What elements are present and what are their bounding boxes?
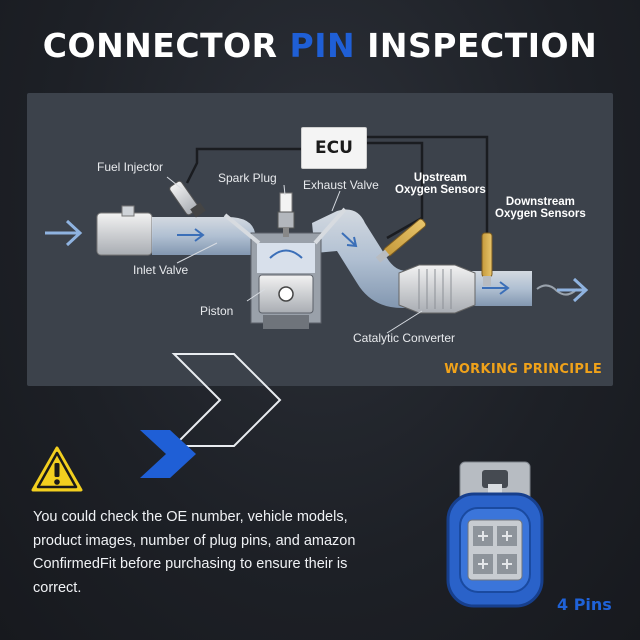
chevron-decoration — [140, 353, 282, 478]
title-accent: PIN — [289, 26, 356, 65]
title-part2: INSPECTION — [355, 26, 598, 65]
downstream-sensor-graphic — [481, 232, 493, 286]
label-fuel-injector: Fuel Injector — [97, 160, 164, 174]
inflow-arrow — [45, 219, 83, 247]
upstream-line2: Oxygen Sensors — [395, 184, 486, 196]
downstream-line1: Downstream — [505, 196, 575, 208]
pins-count-label: 4 Pins — [557, 595, 612, 614]
engine-diagram-graphic — [45, 135, 589, 334]
label-inlet-valve: Inlet Valve — [133, 263, 189, 277]
working-principle-caption: WORKING PRINCIPLE — [444, 362, 602, 377]
intake-body — [96, 212, 153, 256]
page-title: CONNECTOR PIN INSPECTION — [0, 26, 640, 65]
upstream-sensor-graphic — [375, 218, 427, 263]
upstream-line1: Upstream — [413, 172, 467, 184]
connector-plug-image — [446, 461, 544, 608]
label-spark-plug: Spark Plug — [218, 171, 277, 185]
ecu-box: ECU — [301, 127, 367, 169]
exhaust-pipe — [312, 209, 427, 308]
label-piston: Piston — [200, 304, 234, 318]
ecu-wires — [185, 135, 489, 240]
label-catalytic-converter: Catalytic Converter — [353, 331, 456, 345]
label-exhaust-valve: Exhaust Valve — [303, 178, 379, 192]
intake-pipe — [152, 217, 255, 255]
notice-text: You could check the OE number, vehicle m… — [33, 509, 356, 596]
downstream-line2: Oxygen Sensors — [495, 208, 586, 220]
warning-icon — [31, 446, 83, 492]
title-part1: CONNECTOR — [42, 26, 290, 65]
outflow-arrow — [557, 277, 589, 303]
catalytic-converter-graphic — [398, 264, 476, 314]
fuel-injector-graphic — [169, 180, 206, 218]
spark-plug-graphic — [277, 192, 295, 237]
working-principle-diagram: ECU Fuel Injector Spark Plug Exhaust Val… — [27, 93, 613, 386]
